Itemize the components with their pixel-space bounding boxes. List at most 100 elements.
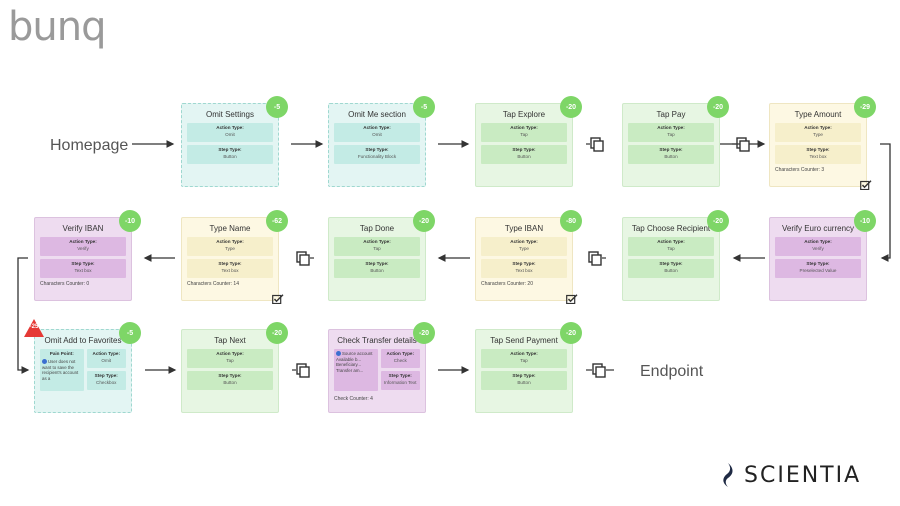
step-type-field: Step Type:Button bbox=[187, 145, 273, 164]
step-type-field: Step Type:Checkbox bbox=[86, 371, 126, 390]
step-card-type-iban: -80 Type IBAN Action Type:Type Step Type… bbox=[475, 210, 582, 304]
step-type-field: Step Type:Text box bbox=[481, 259, 567, 278]
step-type-field: Step Type:Text box bbox=[187, 259, 273, 278]
step-title: Type Name bbox=[209, 224, 251, 233]
step-title: Tap Pay bbox=[656, 110, 686, 119]
action-type-field: Action Type:Tap bbox=[628, 123, 714, 142]
score-badge: -29 bbox=[854, 96, 876, 118]
action-type-field: Action Type:Verify bbox=[40, 237, 126, 256]
step-title: Verify IBAN bbox=[62, 224, 104, 233]
start-label: Homepage bbox=[50, 137, 129, 154]
characters-counter: Characters Counter: 3 bbox=[775, 167, 825, 173]
step-title: Tap Choose Recipient bbox=[631, 224, 711, 233]
action-type-field: Action Type:Type bbox=[187, 237, 273, 256]
scientia-logo-text: SCIENTIA bbox=[744, 462, 862, 488]
step-title: Tap Explore bbox=[502, 110, 546, 119]
step-card-tap-done: -20 Tap Done Action Type:Tap Step Type:B… bbox=[328, 210, 435, 301]
step-card-omit-add-to-favorites: -25 -5 Omit Add to Favorites Pain Point:… bbox=[24, 319, 141, 413]
step-type-field: Step Type:Information Text bbox=[380, 371, 420, 390]
action-type-field: Action Type:Check bbox=[380, 349, 420, 368]
step-title: Omit Add to Favorites bbox=[44, 336, 122, 345]
score-badge: -62 bbox=[266, 210, 288, 232]
bunq-logo: bunq bbox=[8, 4, 106, 50]
step-title: Tap Done bbox=[359, 224, 395, 233]
step-type-field: Step Type:Button bbox=[628, 145, 714, 164]
step-type-field: Step Type:Text box bbox=[775, 145, 861, 164]
score-badge: -20 bbox=[413, 210, 435, 232]
end-label: Endpoint bbox=[640, 363, 704, 380]
action-type-field: Action Type:Omit bbox=[187, 123, 273, 142]
screen-transition-icon bbox=[732, 137, 750, 152]
screen-transition-icon bbox=[588, 251, 606, 266]
action-type-field: Action Type:Tap bbox=[481, 123, 567, 142]
step-type-field: Step Type:Preselected Value bbox=[775, 259, 861, 278]
arrow-row1-to-row2 bbox=[880, 143, 891, 262]
score-badge: -5 bbox=[266, 96, 288, 118]
score-badge: -5 bbox=[119, 322, 141, 344]
arrow-row2-to-row3 bbox=[17, 257, 30, 374]
step-card-check-transfer-details: -20 Check Transfer details Source accoun… bbox=[328, 322, 435, 413]
note-text: Source account Available b... Beneficiar… bbox=[336, 351, 373, 373]
scientia-logo-icon bbox=[723, 463, 733, 487]
step-title: Omit Me section bbox=[348, 110, 406, 119]
action-type-field: Action Type:Type bbox=[775, 123, 861, 142]
score-badge: -5 bbox=[413, 96, 435, 118]
step-card-verify-euro-currency: -10 Verify Euro currency Action Type:Ver… bbox=[769, 210, 876, 301]
action-type-field: Action Type:Tap bbox=[628, 237, 714, 256]
scientia-brand: SCIENTIA bbox=[722, 462, 861, 488]
step-card-verify-iban: -10 Verify IBAN Action Type:Verify Step … bbox=[34, 210, 141, 301]
step-card-tap-explore: -20 Tap Explore Action Type:Tap Step Typ… bbox=[475, 96, 582, 187]
pain-point-warning-icon bbox=[24, 319, 44, 337]
characters-counter: Characters Counter: 20 bbox=[481, 281, 533, 287]
step-type-field: Step Type:Button bbox=[187, 371, 273, 390]
step-type-field: Step Type:Functionality Block bbox=[334, 145, 420, 164]
info-icon bbox=[42, 359, 47, 365]
step-title: Type IBAN bbox=[504, 224, 544, 233]
step-title: Type Amount bbox=[794, 110, 842, 119]
step-type-field: Step Type:Button bbox=[481, 371, 567, 390]
pain-point-text: User does not want to save the recipient… bbox=[42, 359, 79, 381]
step-title: Check Transfer details bbox=[337, 336, 417, 345]
score-badge: -20 bbox=[707, 210, 729, 232]
step-title: Omit Settings bbox=[205, 110, 254, 119]
screen-transition-icon bbox=[292, 363, 310, 378]
screen-transition-icon bbox=[296, 251, 314, 266]
step-title: Tap Next bbox=[214, 336, 246, 345]
checkbox-checked-icon bbox=[860, 180, 872, 190]
score-badge: -20 bbox=[266, 322, 288, 344]
action-type-field: Action Type:Verify bbox=[775, 237, 861, 256]
step-card-tap-send-payment: -20 Tap Send Payment Action Type:Tap Ste… bbox=[475, 322, 582, 413]
step-type-field: Step Type:Button bbox=[628, 259, 714, 278]
characters-counter: Characters Counter: 14 bbox=[187, 281, 239, 287]
action-type-field: Action Type:Omit bbox=[86, 349, 126, 368]
score-badge: -80 bbox=[560, 210, 582, 232]
step-card-tap-choose-recipient: -20 Tap Choose Recipient Action Type:Tap… bbox=[622, 210, 729, 301]
step-card-omit-me-section: -5 Omit Me section Action Type:Omit Step… bbox=[328, 96, 435, 187]
action-type-field: Action Type:Type bbox=[481, 237, 567, 256]
step-type-field: Step Type:Text box bbox=[40, 259, 126, 278]
step-card-tap-next: -20 Tap Next Action Type:Tap Step Type:B… bbox=[181, 322, 288, 413]
action-type-field: Action Type:Tap bbox=[334, 237, 420, 256]
action-type-field: Action Type:Tap bbox=[187, 349, 273, 368]
info-icon bbox=[336, 351, 341, 357]
note-box: Source account Available b... Beneficiar… bbox=[334, 349, 378, 391]
step-card-omit-settings: -5 Omit Settings Action Type:Omit Step T… bbox=[181, 96, 288, 187]
score-badge: -10 bbox=[854, 210, 876, 232]
action-type-field: Action Type:Omit bbox=[334, 123, 420, 142]
action-type-field: Action Type:Tap bbox=[481, 349, 567, 368]
pain-point-box: Pain Point: User does not want to save t… bbox=[40, 349, 84, 391]
score-badge: -20 bbox=[707, 96, 729, 118]
step-type-field: Step Type:Button bbox=[334, 259, 420, 278]
score-badge: -20 bbox=[560, 96, 582, 118]
check-counter: Check Counter: 4 bbox=[334, 396, 373, 402]
score-badge: -20 bbox=[413, 322, 435, 344]
step-card-tap-pay: -20 Tap Pay Action Type:Tap Step Type:Bu… bbox=[622, 96, 729, 187]
step-title: Tap Send Payment bbox=[490, 336, 558, 345]
characters-counter: Characters Counter: 0 bbox=[40, 281, 90, 287]
score-badge: -10 bbox=[119, 210, 141, 232]
pain-score: -25 bbox=[29, 324, 39, 330]
checkbox-checked-icon bbox=[566, 294, 578, 304]
screen-transition-icon bbox=[586, 363, 614, 378]
screen-transition-icon bbox=[586, 137, 604, 152]
